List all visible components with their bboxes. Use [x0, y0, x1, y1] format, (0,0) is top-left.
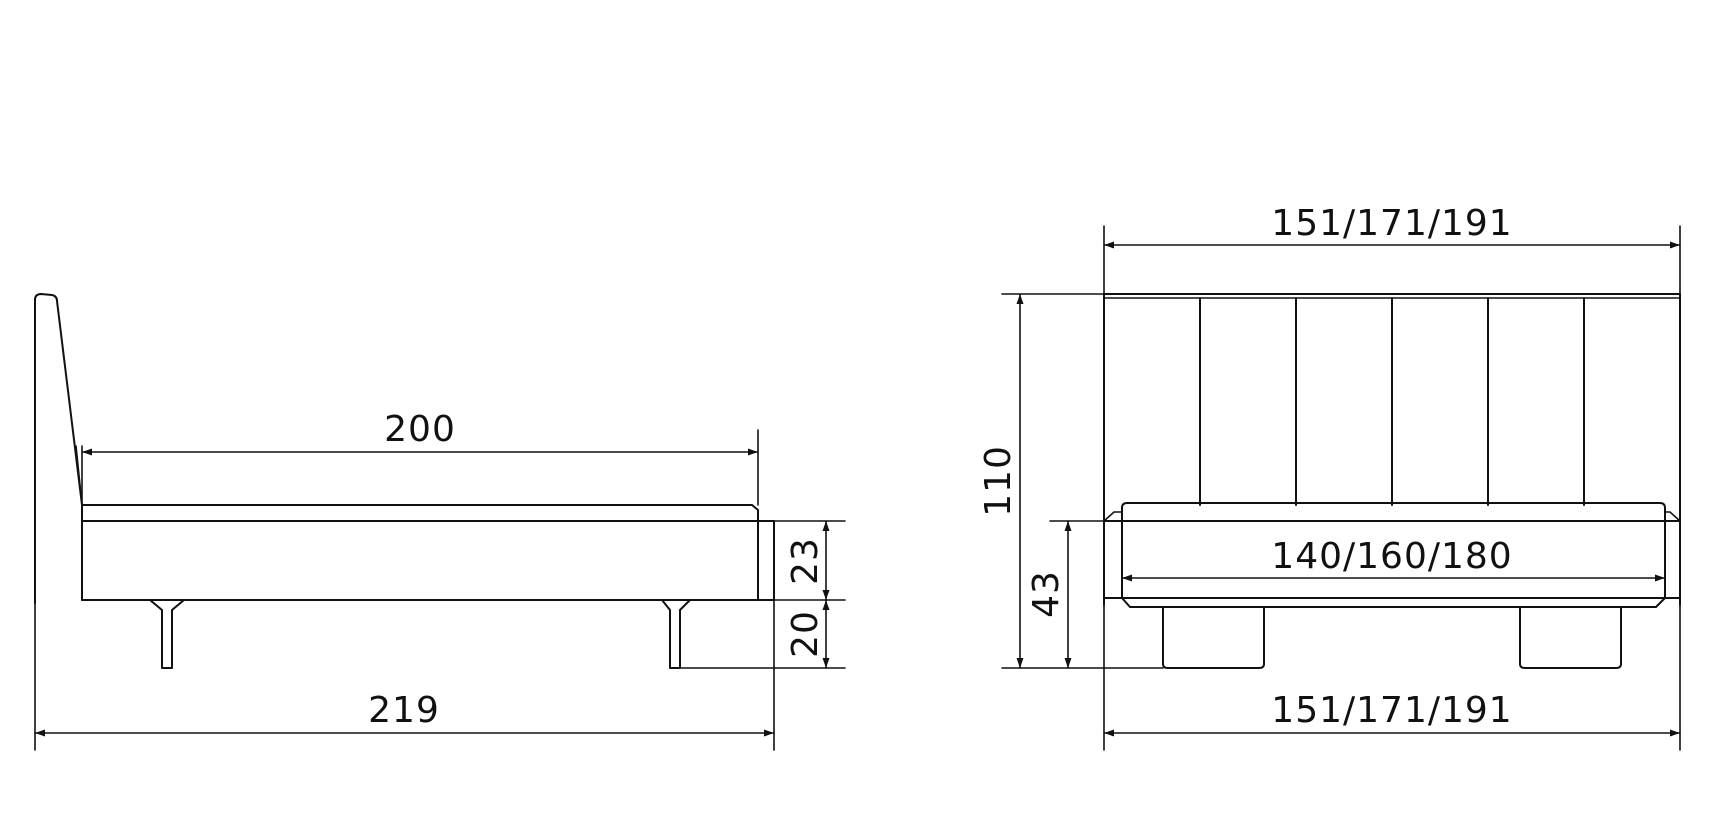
headboard-inner-edge: [75, 445, 83, 506]
frame-corner-right: [1664, 511, 1681, 522]
dim-label-inner-width: 140/160/180: [1271, 536, 1512, 577]
frame-inner: [1121, 520, 1666, 608]
dim-label-side-height: 43: [1026, 570, 1067, 618]
dim-label-top-width: 151/171/191: [1271, 203, 1512, 244]
dim-label-leg-height: 20: [785, 610, 826, 658]
dim-label-bottom-width: 151/171/191: [1271, 690, 1512, 731]
frame-corner-left: [1103, 511, 1123, 522]
leg-front: [149, 599, 185, 669]
headboard-outline: [34, 293, 83, 604]
front-view: 151/171/191 140/160/180 151/171/191 110 …: [978, 203, 1681, 751]
footboard-panel: [757, 520, 775, 601]
leg-back: [661, 599, 691, 669]
dim-label-frame-height: 23: [785, 537, 826, 585]
headboard-channels: [1199, 297, 1585, 506]
dim-label-mattress-length: 200: [384, 409, 456, 450]
foot-left: [1162, 606, 1265, 669]
side-view: 200 219 23 20: [34, 293, 846, 751]
dim-label-total-height: 110: [978, 445, 1019, 517]
dim-label-overall-length: 219: [368, 690, 440, 731]
mattress-outline: [1121, 502, 1666, 522]
foot-right: [1519, 606, 1622, 669]
mattress-end: [751, 504, 759, 511]
